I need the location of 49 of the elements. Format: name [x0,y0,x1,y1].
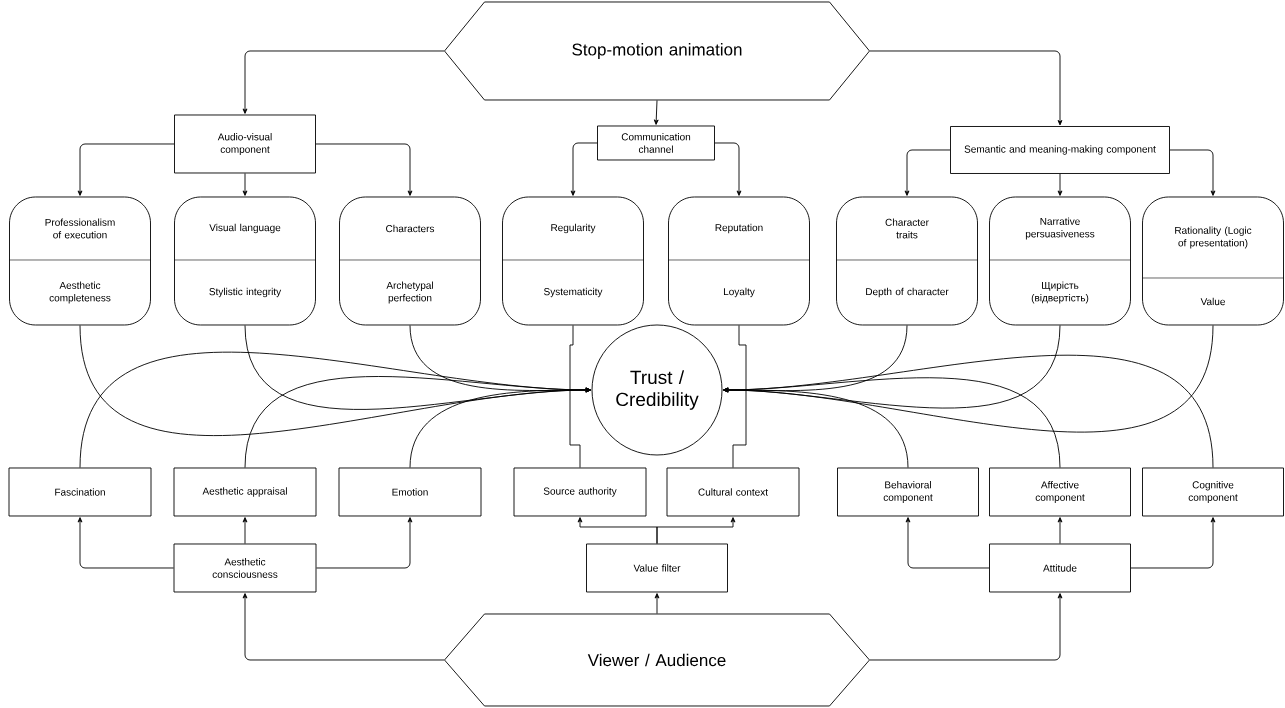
process-box: Cognitive component [1142,467,1284,517]
arrow [905,517,990,569]
arrow [1057,517,1063,544]
process-box: Semantic and meaning-making component [950,126,1170,174]
arrow [242,517,248,544]
curved-arrow [723,355,1214,468]
rounded-split-box: Visual language Stylistic integrity [174,196,316,326]
process-box: Cultural context [666,467,800,517]
arrow [1169,149,1216,196]
arrow [77,517,174,569]
arrow [77,143,175,196]
rounded-split-box: Characters Archetypal perfection [339,196,481,326]
process-box: Source authority [513,467,647,517]
arrow [316,517,413,569]
arrow [869,50,1063,126]
hexagon-node: Viewer / Audience [444,613,870,707]
arrow [242,50,445,114]
process-box: Attitude [989,543,1131,593]
arrow [315,143,413,196]
arrow [242,173,248,196]
arrow [653,100,659,125]
process-box: Communication channel [597,125,715,161]
arrow [656,517,736,544]
process-box: Aesthetic appraisal [173,467,317,517]
rounded-split-box: Narrative persuasiveness Щирість (відвертість) [989,196,1131,326]
connector-line [732,325,747,468]
rounded-split-box: Character traits Depth of character [836,196,978,326]
process-box: Value filter [586,543,728,593]
curved-arrow [409,387,591,468]
rounded-split-box: Rationality (Logic of presentation) Value [1142,196,1284,326]
rounded-split-box: Professionalism of execution Aesthetic completeness [9,196,151,326]
process-box: Audio-visual component [174,114,316,174]
rounded-split-box: Regularity Systematicity [502,196,644,326]
arrow [714,142,742,196]
arrow [570,142,598,196]
process-box: Fascination [8,467,152,517]
arrow [904,149,951,196]
arrow [1057,173,1063,196]
process-box: Aesthetic consciousness [173,543,317,593]
arrow [869,593,1063,661]
connector-line [569,325,581,468]
process-box: Emotion [338,467,482,517]
arrow [1130,517,1216,569]
process-box: Behavioral component [837,467,979,517]
rounded-split-box: Reputation Loyalty [668,196,810,326]
arrow [242,593,445,661]
arrow [654,593,660,614]
hexagon-node: Stop-motion animation [444,1,870,101]
process-box: Affective component [989,467,1131,517]
